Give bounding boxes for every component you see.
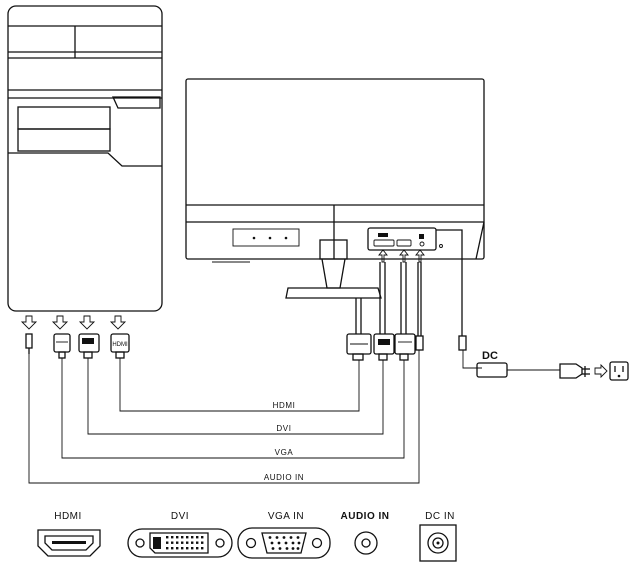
vga-port-icon — [237, 527, 331, 559]
wall-outlet — [609, 361, 629, 381]
monitor-audio-plug — [415, 262, 424, 351]
audio-in-port-icon — [354, 531, 378, 555]
monitor-stand — [285, 239, 382, 299]
dvi-port-icon — [127, 528, 233, 558]
dc-in-port-label: DC IN — [425, 511, 455, 522]
audio-cable-label: AUDIO IN — [264, 473, 304, 482]
pc-dvi-plug — [78, 333, 100, 359]
hdmi-port-label: HDMI — [54, 511, 82, 522]
monitor-port-panel — [367, 227, 463, 258]
pc-output-arrows — [20, 315, 127, 330]
power-plug — [559, 363, 590, 379]
monitor-vga-plug — [394, 262, 416, 361]
monitor-input-arrows — [378, 249, 425, 263]
vga-cable: VGA — [61, 358, 405, 459]
pc-drive-bay — [17, 96, 161, 152]
pc-vga-plug — [53, 333, 71, 359]
dvi-cable-label: DVI — [276, 424, 291, 433]
vga-in-port-label: VGA IN — [268, 511, 304, 522]
monitor-dvi-plug — [373, 262, 395, 361]
power-adapter-label: DC — [482, 350, 498, 362]
hdmi-cable-label: HDMI — [273, 401, 296, 410]
pc-tower — [7, 5, 163, 312]
monitor — [185, 78, 485, 299]
plug-direction-arrow — [594, 363, 608, 379]
power-adapter — [476, 362, 508, 378]
power-cable: DC — [458, 258, 629, 381]
audio-cable: AUDIO IN — [28, 350, 420, 484]
hdmi-cable: HDMI — [119, 358, 360, 412]
audio-in-port-label: AUDIO IN — [341, 511, 390, 522]
pc-audio-plug — [25, 333, 33, 354]
monitor-hdmi-plug — [346, 298, 372, 361]
pc-hdmi-plug: HDMI — [110, 333, 130, 359]
vga-cable-label: VGA — [275, 448, 294, 457]
dvi-port-label: DVI — [171, 511, 189, 522]
svg-text:HDMI: HDMI — [112, 342, 128, 348]
dc-in-port-icon — [419, 524, 457, 562]
dvi-cable: DVI — [87, 358, 384, 435]
hdmi-port-icon — [37, 529, 101, 557]
